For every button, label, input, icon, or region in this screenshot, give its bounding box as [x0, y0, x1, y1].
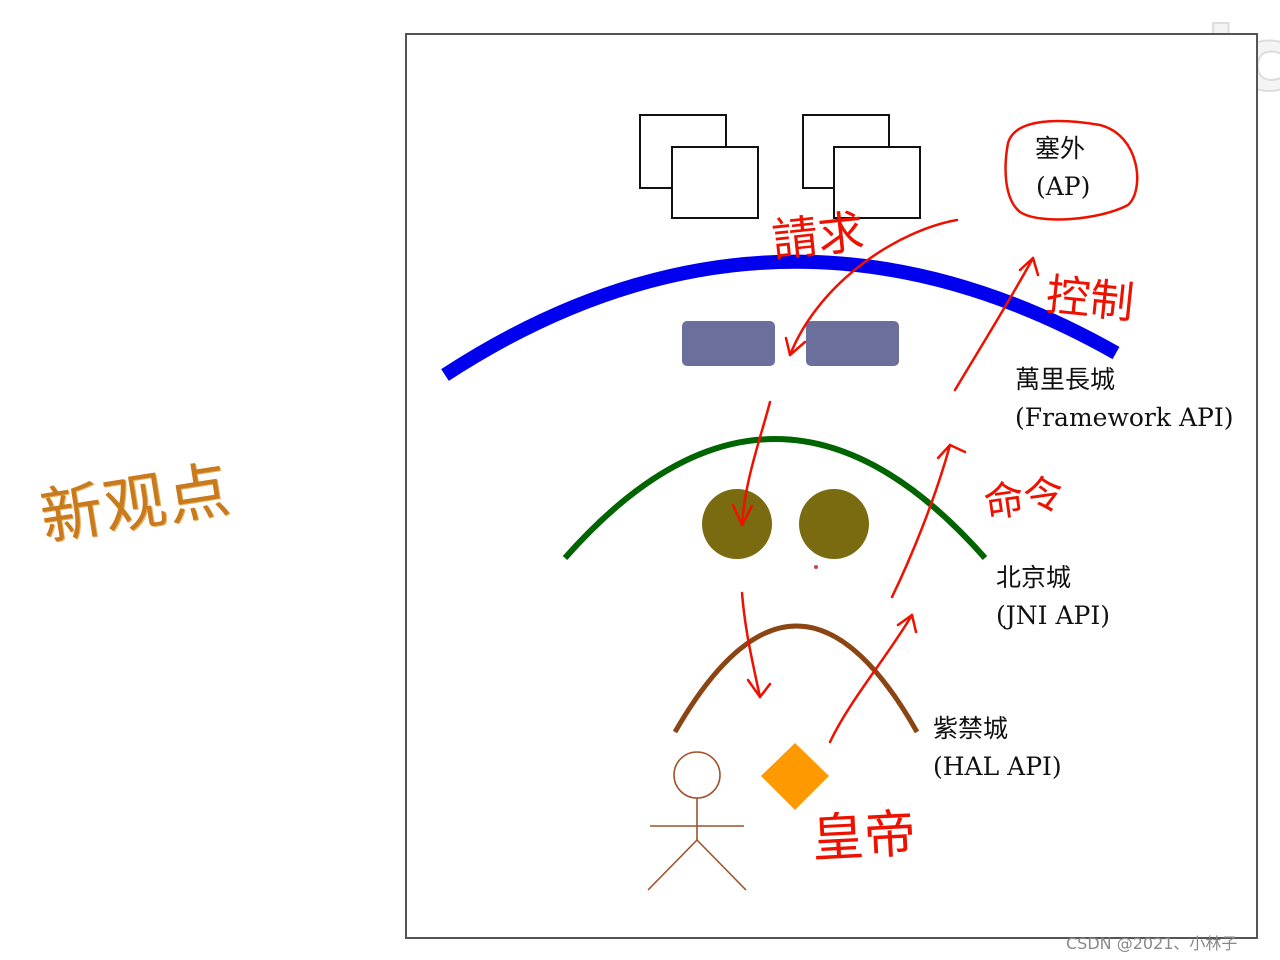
ap-window-group-right — [802, 114, 921, 219]
annotation-request: 請求 — [769, 204, 867, 268]
hardware-diamond — [761, 743, 829, 810]
ap-window — [671, 146, 759, 219]
jni-native-circle — [702, 489, 772, 559]
ink-circle-outside — [1004, 119, 1139, 221]
framework-widget — [806, 321, 899, 366]
ink-control-arrows — [828, 256, 1040, 744]
label-outside-name: 塞外 — [1035, 134, 1086, 163]
framework-widget — [682, 321, 775, 366]
annotation-emperor: 皇帝 — [810, 804, 918, 870]
stick-figure-icon — [647, 751, 747, 891]
framework-wall-curve — [441, 254, 1120, 381]
ap-window-group-left — [639, 114, 759, 219]
hal-wall-curve — [672, 623, 920, 734]
label-outside-api: (AP) — [1036, 172, 1091, 201]
jni-native-circle — [799, 489, 869, 559]
credit-footer: CSDN @2021、小林子 — [1066, 934, 1238, 953]
label-framework-name: 萬里長城 — [1015, 365, 1116, 394]
ap-window — [833, 146, 921, 219]
stray-dot — [814, 565, 818, 569]
label-jni-api: (JNI API) — [996, 601, 1110, 630]
label-jni-name: 北京城 — [996, 563, 1072, 592]
annotation-command: 命令 — [981, 470, 1067, 528]
jni-wall-curve — [562, 436, 988, 560]
label-hal-name: 紫禁城 — [933, 714, 1009, 743]
label-hal-api: (HAL API) — [933, 752, 1062, 781]
label-framework-api: (Framework API) — [1015, 403, 1234, 432]
ink-request-arrows — [731, 218, 959, 699]
annotation-control: 控制 — [1043, 269, 1137, 330]
